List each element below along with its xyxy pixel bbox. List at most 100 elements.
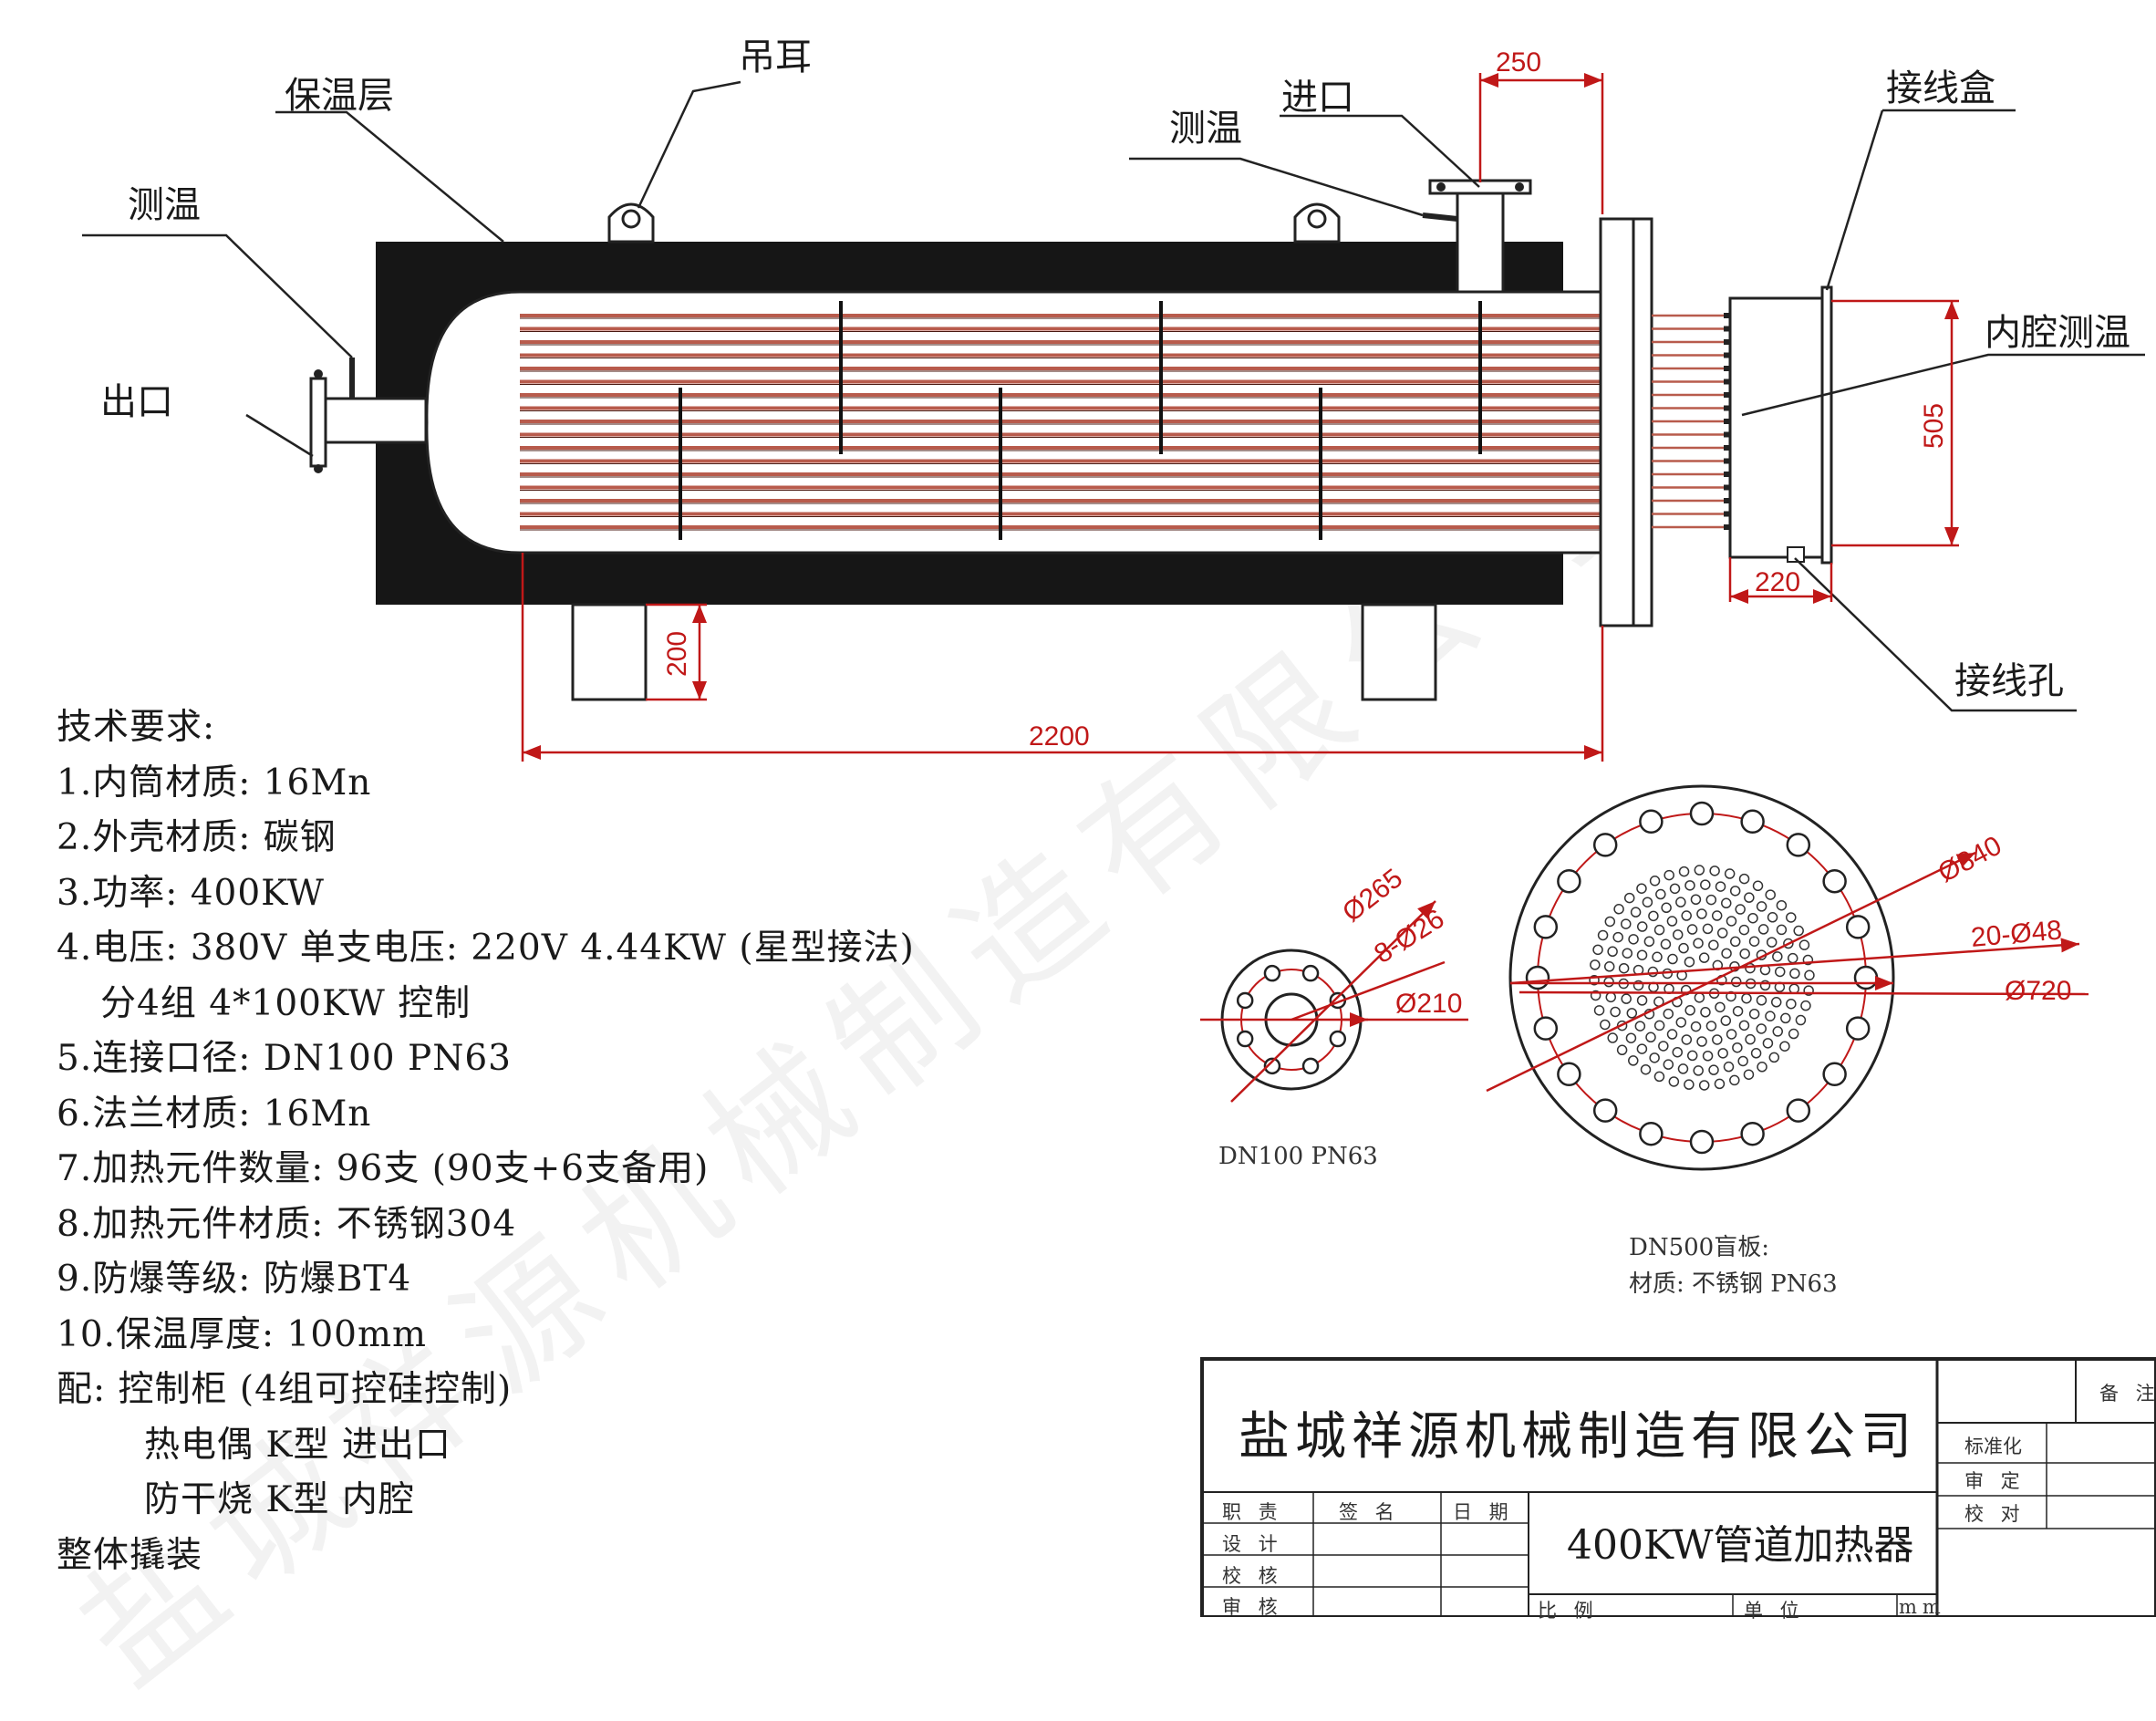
tube-hole: [1603, 976, 1614, 988]
tube-hole: [1696, 1036, 1707, 1047]
blind-plate-caption-line2: 材质: 不锈钢 PN63: [1629, 1270, 1838, 1298]
tube-hole: [1590, 959, 1601, 970]
tube-hole: [1669, 883, 1681, 895]
tb-proofread: 校 对: [1964, 1503, 2026, 1525]
tube-hole: [1721, 948, 1732, 959]
tube-hole: [1686, 924, 1698, 935]
tube-hole: [1647, 966, 1659, 978]
tube-hole: [1786, 998, 1797, 1010]
tube-hole: [1752, 880, 1764, 892]
tube-hole: [1621, 993, 1632, 1004]
tube-terminal: [1724, 511, 1733, 517]
tube-hole: [1776, 899, 1788, 911]
tube-hole: [1664, 869, 1674, 881]
tube-hole: [1634, 1021, 1646, 1032]
tube-hole: [1730, 976, 1742, 988]
tube-hole: [1757, 1062, 1767, 1073]
tube-hole: [1732, 1005, 1744, 1017]
bolt-hole: [1557, 1062, 1581, 1087]
tube-hole: [1607, 946, 1618, 958]
dim-220: 220: [1755, 567, 1800, 597]
tube-hole: [1795, 1014, 1807, 1026]
tube-hole: [1694, 865, 1705, 876]
tube-hole: [1597, 929, 1609, 941]
tube-hole: [1715, 1001, 1726, 1013]
tube-hole: [1738, 1020, 1750, 1032]
tube-terminal: [1724, 484, 1733, 491]
tube-hole: [1716, 928, 1728, 938]
tube-hole: [1698, 1080, 1710, 1091]
tube-hole: [1649, 876, 1661, 886]
bolt-hole: [1263, 964, 1281, 982]
tube-hole: [1652, 951, 1663, 963]
tube-hole: [1748, 936, 1760, 947]
bolt-hole: [1592, 833, 1618, 857]
tube-hole: [1767, 912, 1778, 923]
req-skid: 整体撬装: [57, 1534, 203, 1576]
tube-hole: [1700, 1007, 1711, 1018]
tube-hole: [1661, 902, 1672, 914]
tube-hole: [1698, 952, 1710, 963]
bolt-hole: [1786, 1098, 1811, 1123]
tube-hole: [1686, 1050, 1698, 1062]
dim-200: 200: [662, 631, 692, 677]
req-item-8: 8.加热元件材质: 不锈钢304: [57, 1203, 517, 1245]
tube-hole: [1765, 889, 1776, 900]
tube-hole: [1653, 1020, 1665, 1032]
tube-hole: [1653, 924, 1665, 936]
bolt-hole: [1639, 1121, 1664, 1146]
tube-hole: [1648, 910, 1659, 922]
dim-505: 505: [1919, 403, 1949, 449]
tube-hole: [1750, 1048, 1762, 1059]
tube-hole: [1625, 1032, 1637, 1043]
tube-hole: [1793, 925, 1804, 937]
tube-hole: [1798, 939, 1810, 950]
tube-hole: [1604, 916, 1616, 928]
lifting-lug-left: [607, 202, 655, 244]
tube-hole: [1737, 1055, 1748, 1067]
tube-hole: [1721, 897, 1732, 909]
baffle-plates: [679, 301, 1482, 540]
tb-check: 校 核: [1222, 1565, 1283, 1587]
bolt-hole: [1533, 1016, 1559, 1041]
tube-hole: [1684, 880, 1695, 891]
dim-8-26: 8-Ø26: [1369, 904, 1449, 969]
tube-hole: [1653, 1071, 1665, 1083]
tube-terminal: [1724, 378, 1733, 385]
tube-hole: [1748, 1008, 1760, 1020]
label-temp-left: 测温: [128, 184, 201, 226]
tb-signature: 签 名: [1339, 1501, 1400, 1523]
tube-hole: [1684, 1079, 1695, 1090]
bolt-hole: [1822, 868, 1847, 894]
tb-date: 日 期: [1453, 1501, 1514, 1523]
req-accessory: 配: 控制柜 (4组可控硅控制): [57, 1369, 513, 1410]
tube-hole: [1610, 1006, 1621, 1018]
tube-hole: [1772, 951, 1783, 962]
bolt-hole: [1301, 964, 1320, 982]
tb-review: 审 定: [1964, 1470, 2026, 1492]
tube-hole: [1702, 923, 1714, 935]
product-name: 400KW管道加热器: [1567, 1522, 1914, 1569]
tube-hole: [1709, 866, 1720, 876]
tube-hole: [1723, 1061, 1735, 1073]
technical-requirements: 技术要求: 1.内筒材质: 16Mn 2.外壳材质: 碳钢 3.功率: 400K…: [57, 700, 1114, 1583]
tube-hole: [1765, 1011, 1776, 1021]
main-flange: [1599, 217, 1635, 627]
tube-hole: [1738, 873, 1750, 885]
tube-hole: [1690, 894, 1702, 906]
req-item-3: 3.功率: 400KW: [57, 872, 326, 914]
tube-hole: [1757, 924, 1769, 935]
tube-hole: [1712, 1034, 1723, 1045]
tb-standardization: 标准化: [1964, 1436, 2022, 1457]
bolt-hole: [1236, 1030, 1254, 1048]
tube-hole: [1636, 949, 1648, 960]
blind-plate-caption-line1: DN500盲板:: [1629, 1234, 1769, 1261]
bolt-hole: [1533, 915, 1559, 939]
req-item-9: 9.防爆等级: 防爆BT4: [57, 1259, 412, 1300]
tube-hole: [1732, 1042, 1743, 1053]
tube-terminal: [1724, 326, 1733, 332]
tube-hole: [1605, 991, 1617, 1003]
tube-hole: [1649, 1052, 1660, 1063]
outlet-nozzle: [309, 358, 428, 473]
tube-hole: [1636, 1043, 1648, 1054]
